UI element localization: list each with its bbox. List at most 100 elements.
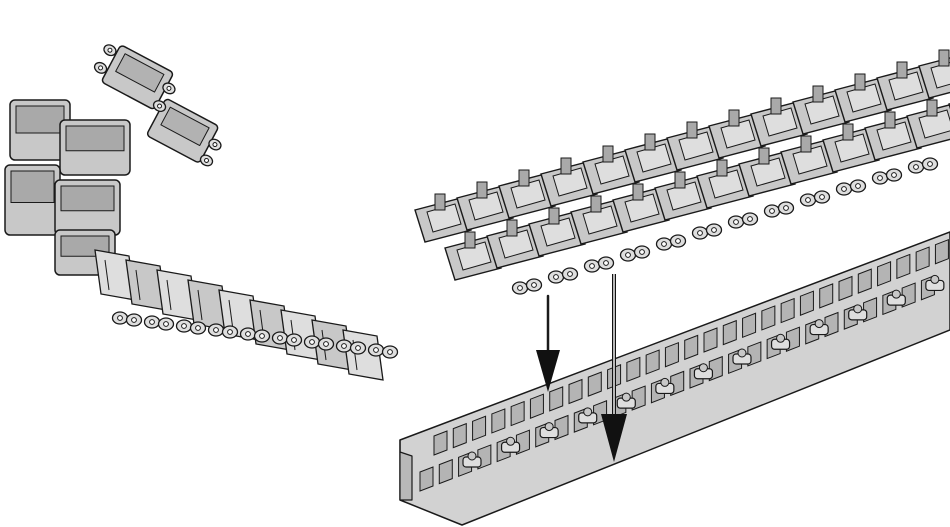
link-run-pin-end-hole [805, 197, 811, 203]
link-run-guide-horn [674, 171, 686, 189]
link-run-guide-horn [686, 121, 698, 139]
curved-track-block-face [60, 185, 115, 212]
sprue-slot [587, 371, 602, 397]
loose-pin-end-hole [98, 65, 104, 71]
sprue-slot [934, 238, 949, 265]
track-link-run [414, 49, 950, 295]
curved-track-pin-end-hole [227, 329, 233, 335]
link-run-guide-horn [854, 73, 866, 91]
sprue-slot [491, 408, 506, 434]
link-run-guide-horn [938, 49, 950, 67]
sprue-pins [462, 274, 945, 468]
loose-pin-end-hole [204, 157, 210, 163]
sprue-slot [684, 334, 699, 361]
loose-pin-end-hole [157, 103, 163, 109]
sprue-pin-head [814, 319, 824, 329]
link-run-link-face [468, 191, 504, 221]
link-run-link-face [678, 131, 714, 161]
curved-assembled-track [4, 99, 399, 381]
curved-track-pin-end-hole [387, 349, 393, 355]
curved-track-pin-end-hole [341, 343, 347, 349]
link-run-pin-end-hole [711, 227, 717, 233]
link-run-guide-horn [590, 195, 602, 213]
sprue-slot [799, 290, 814, 316]
link-run-pin-end-hole [891, 172, 897, 178]
link-run-link-face [792, 145, 828, 175]
sprue-slot [549, 386, 564, 412]
link-run-pin-end-hole [747, 216, 753, 222]
curved-track-pin-end-hole [309, 339, 315, 345]
link-run-guide-horn [632, 183, 644, 201]
link-run-link-face [582, 205, 618, 235]
link-run-pin-end-hole [553, 274, 559, 280]
link-run-guide-horn [506, 219, 518, 237]
link-run-link-face [888, 71, 924, 101]
sprue-pin-head [698, 363, 708, 373]
link-run-link-face [708, 169, 744, 199]
sprue-pin-head [544, 422, 554, 432]
link-run-link-face [624, 193, 660, 223]
arrow-left-head [536, 350, 560, 392]
link-run-guide-horn [758, 147, 770, 165]
sprue-pin-head [660, 377, 670, 387]
sprue-slot [742, 312, 757, 339]
curved-track-link-rib [135, 269, 141, 301]
sprue-slot [438, 458, 453, 485]
curved-track-pin-end-hole [277, 335, 283, 341]
link-run-pin-end-hole [855, 183, 861, 189]
link-run-guide-horn [842, 123, 854, 141]
link-run-guide-horn [884, 111, 896, 129]
curved-track-pin-end-hole [355, 345, 361, 351]
link-run-guide-horn [770, 97, 782, 115]
link-run-guide-horn [518, 169, 530, 187]
link-run-pin-end-hole [531, 282, 537, 288]
loose-link-1-face [115, 53, 165, 93]
link-run-pin-end-hole [625, 252, 631, 258]
curved-track-link-rib [197, 289, 203, 321]
link-run-link-face [498, 229, 534, 259]
link-run-guide-horn [728, 109, 740, 127]
sprue-pin-head [621, 392, 631, 402]
link-run-guide-horn [800, 135, 812, 153]
sprue-jig [399, 231, 950, 526]
sprue-pin-head [776, 333, 786, 343]
sprue-slot [626, 356, 641, 383]
sprue-slot [568, 378, 583, 405]
link-run-guide-horn [476, 181, 488, 199]
link-run-link-face [834, 133, 870, 163]
link-run-pin-end-hole [661, 241, 667, 247]
curved-track-block-face [65, 125, 125, 152]
link-run-link-face [846, 83, 882, 113]
sprue-slot [452, 422, 467, 449]
loose-link-pair [93, 44, 222, 167]
curved-track-block-face [10, 170, 55, 203]
link-run-link-face [804, 95, 840, 125]
sprue-pin-head [891, 289, 901, 299]
sprue-slot [819, 283, 834, 309]
curved-track-block-face [15, 105, 65, 134]
link-run-guide-horn [602, 145, 614, 163]
sprue-slots [419, 238, 949, 492]
link-run-link-face [720, 119, 756, 149]
link-run-link-face [918, 109, 950, 139]
sprue-slot [896, 253, 911, 280]
arrow-left [536, 294, 560, 392]
curved-track-pin-end-hole [195, 325, 201, 331]
link-run-guide-horn [812, 85, 824, 103]
arrows [536, 274, 627, 462]
link-run-link-face [750, 157, 786, 187]
arrow-right [601, 274, 627, 462]
link-run-pin-end-hole [913, 164, 919, 170]
link-run-link-face [552, 167, 588, 197]
sprue-slot [761, 305, 776, 331]
link-run-pin-end-hole [517, 285, 523, 291]
curved-track-pin-end-hole [149, 319, 155, 325]
link-run-link-face [594, 155, 630, 185]
curved-track-link-rib [228, 299, 234, 331]
sprue-slot [877, 261, 892, 287]
curved-track-pin-end-hole [373, 347, 379, 353]
link-run-pin-end-hole [589, 263, 595, 269]
link-run-guide-horn [560, 157, 572, 175]
sprue-pin-head [930, 274, 940, 284]
